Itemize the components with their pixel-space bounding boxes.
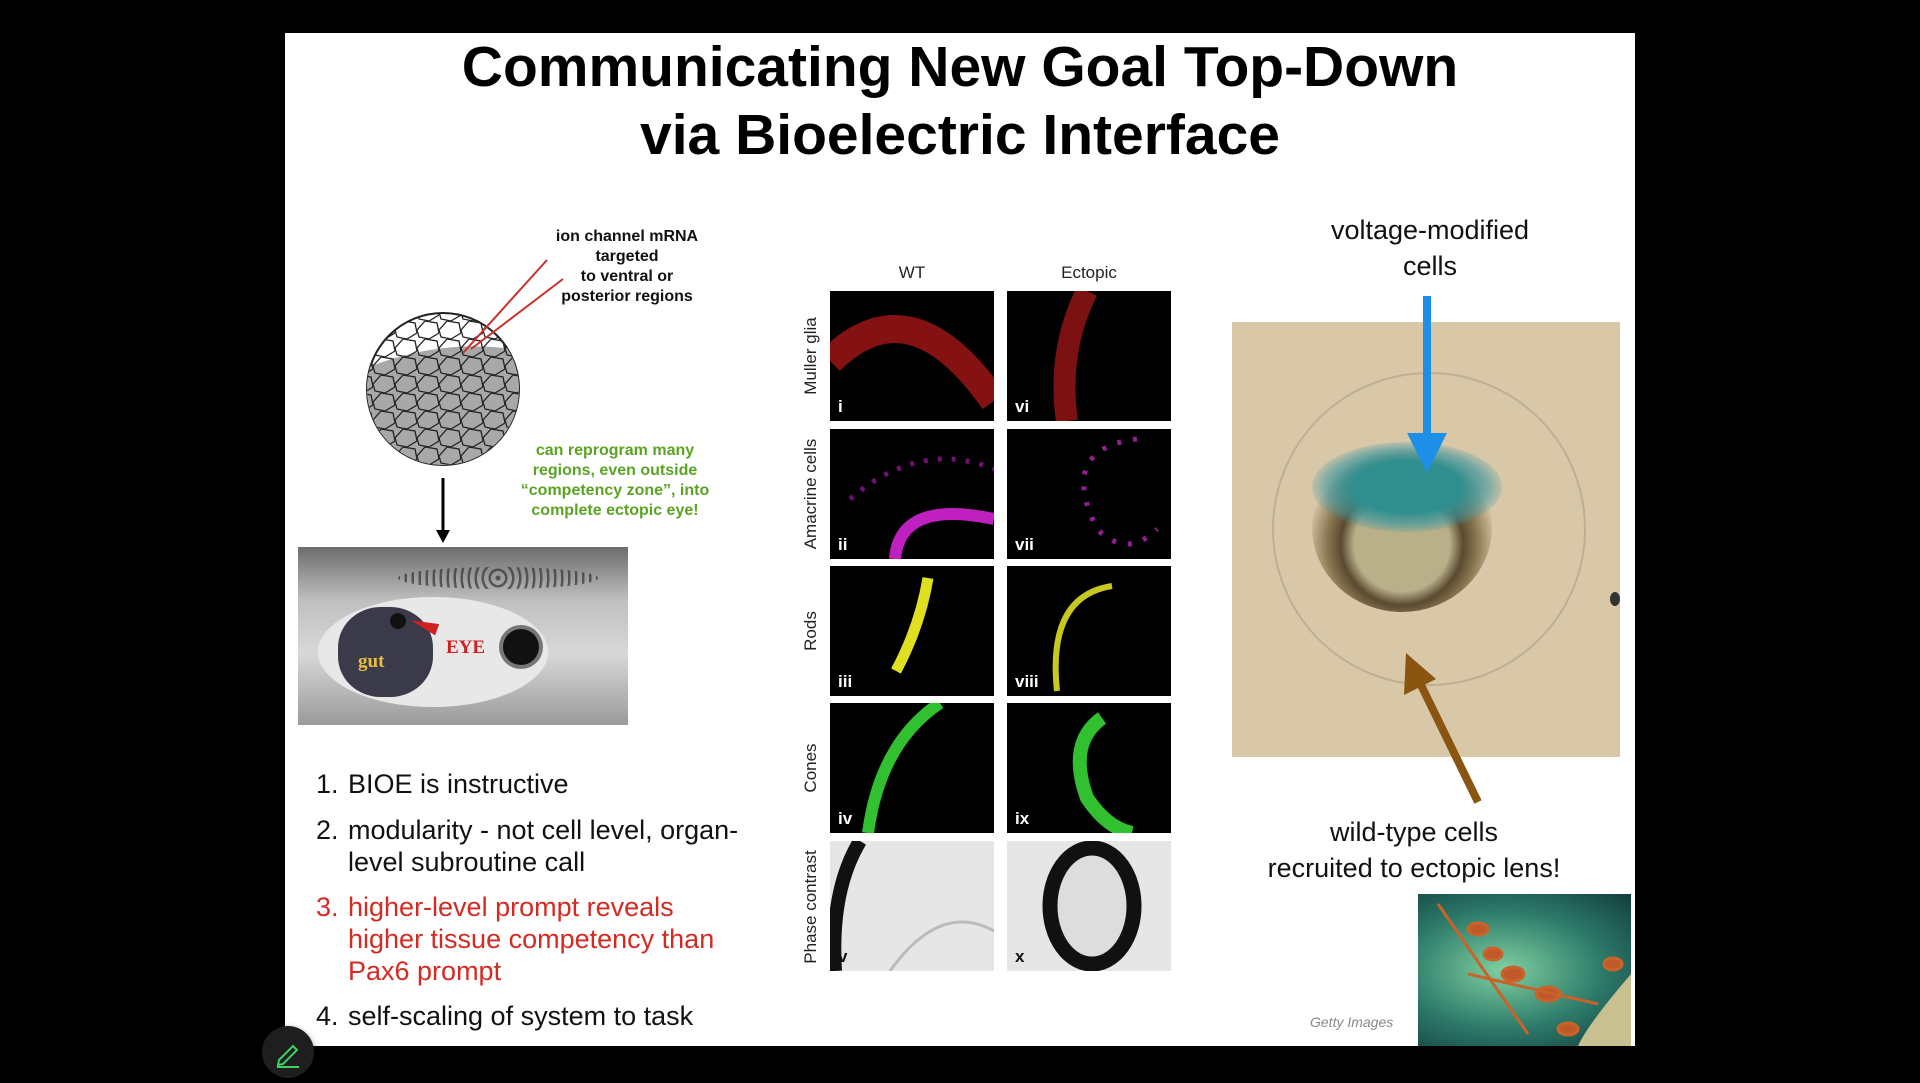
ants-photo — [1418, 894, 1631, 1046]
panel-label: iii — [838, 672, 853, 691]
injection-label-line: posterior regions — [561, 288, 693, 305]
gut-label: gut — [358, 651, 385, 672]
brown-arrow — [1404, 653, 1482, 804]
item-number: 3. — [316, 892, 339, 922]
micrograph-panel: i — [830, 291, 994, 421]
competency-note: can reprogram many regions, even outside… — [495, 441, 735, 521]
caption-line: cells — [1402, 251, 1457, 281]
key-points-list: 1. BIOE is instructive 2. modularity - n… — [316, 33, 756, 1046]
panel-label: ix — [1015, 809, 1030, 828]
item-text: level subroutine call — [348, 847, 586, 877]
item-text: self-scaling of system to task — [348, 1001, 694, 1031]
annotate-button[interactable] — [262, 1026, 314, 1078]
tadpole-photo: gut EYE — [298, 547, 628, 725]
item-text: BIOE is instructive — [348, 769, 569, 799]
micrograph-panel: ix — [1007, 703, 1171, 833]
list-item: 4. self-scaling of system to task — [316, 1000, 756, 1032]
panel-label: vii — [1015, 535, 1034, 554]
injection-label: ion channel mRNA targeted to ventral or … — [527, 227, 727, 307]
injection-label-line: targeted — [595, 248, 659, 265]
note-line: regions, even outside — [532, 462, 698, 479]
micrograph-panel: x — [1007, 841, 1171, 971]
micrograph-panel: v — [830, 841, 994, 971]
pointer-arrows — [1404, 296, 1482, 804]
pencil-icon — [276, 1044, 299, 1068]
panel-label: ii — [838, 535, 848, 554]
panel-label: iv — [838, 809, 853, 828]
voltage-modified-caption: voltage-modified cells — [1285, 212, 1575, 284]
ectopic-lens-photo — [1232, 322, 1620, 757]
caption-line: wild-type cells — [1329, 817, 1499, 847]
title-line-2: via Bioelectric Interface — [640, 103, 1280, 167]
blue-arrow — [1407, 296, 1447, 473]
slide-title: Communicating New Goal Top-Down via Bioe… — [285, 33, 1635, 169]
panel-label: vi — [1015, 397, 1030, 416]
injection-label-line: to ventral or — [580, 268, 674, 285]
slide: Communicating New Goal Top-Down via Bioe… — [285, 33, 1635, 1046]
list-item: 1. BIOE is instructive — [316, 768, 756, 800]
image-credit: Getty Images — [1310, 1014, 1394, 1030]
note-line: can reprogram many — [535, 442, 695, 459]
item-text: Pax6 prompt — [348, 956, 502, 986]
item-text: higher tissue competency than — [348, 924, 715, 954]
micrograph-panel: vi — [1007, 291, 1171, 421]
item-number: 1. — [316, 769, 339, 799]
caption-line: voltage-modified — [1330, 215, 1530, 245]
micrograph-panel: iv — [830, 703, 994, 833]
column-header-ectopic: Ectopic — [1061, 263, 1117, 282]
column-header-wt: WT — [898, 263, 926, 282]
list-item: 2. modularity - not cell level, organ- l… — [316, 814, 756, 878]
item-number: 4. — [316, 1001, 339, 1031]
micrograph-panel: viii — [1007, 566, 1171, 696]
title-line-1: Communicating New Goal Top-Down — [461, 35, 1459, 99]
micrograph-panel: ii — [830, 429, 994, 559]
micrograph-panel: iii — [830, 566, 994, 696]
panel-label: viii — [1015, 672, 1039, 691]
item-text: modularity - not cell level, organ- — [348, 815, 739, 845]
panel-label: v — [838, 947, 848, 966]
note-line: complete ectopic eye! — [531, 502, 699, 519]
wild-type-caption: wild-type cells recruited to ectopic len… — [1229, 814, 1599, 886]
list-item-highlighted: 3. higher-level prompt reveals higher ti… — [316, 891, 756, 987]
injection-label-line: ion channel mRNA — [555, 228, 699, 245]
note-line: “competency zone”, into — [520, 482, 710, 499]
eye-label: EYE — [446, 637, 486, 658]
item-text: higher-level prompt reveals — [348, 892, 674, 922]
panel-label: x — [1015, 947, 1025, 966]
caption-line: recruited to ectopic lens! — [1267, 853, 1561, 883]
blastula-diagram — [366, 259, 564, 543]
micrograph-panel: vii — [1007, 429, 1171, 559]
panel-label: i — [838, 397, 843, 416]
item-number: 2. — [316, 815, 339, 845]
